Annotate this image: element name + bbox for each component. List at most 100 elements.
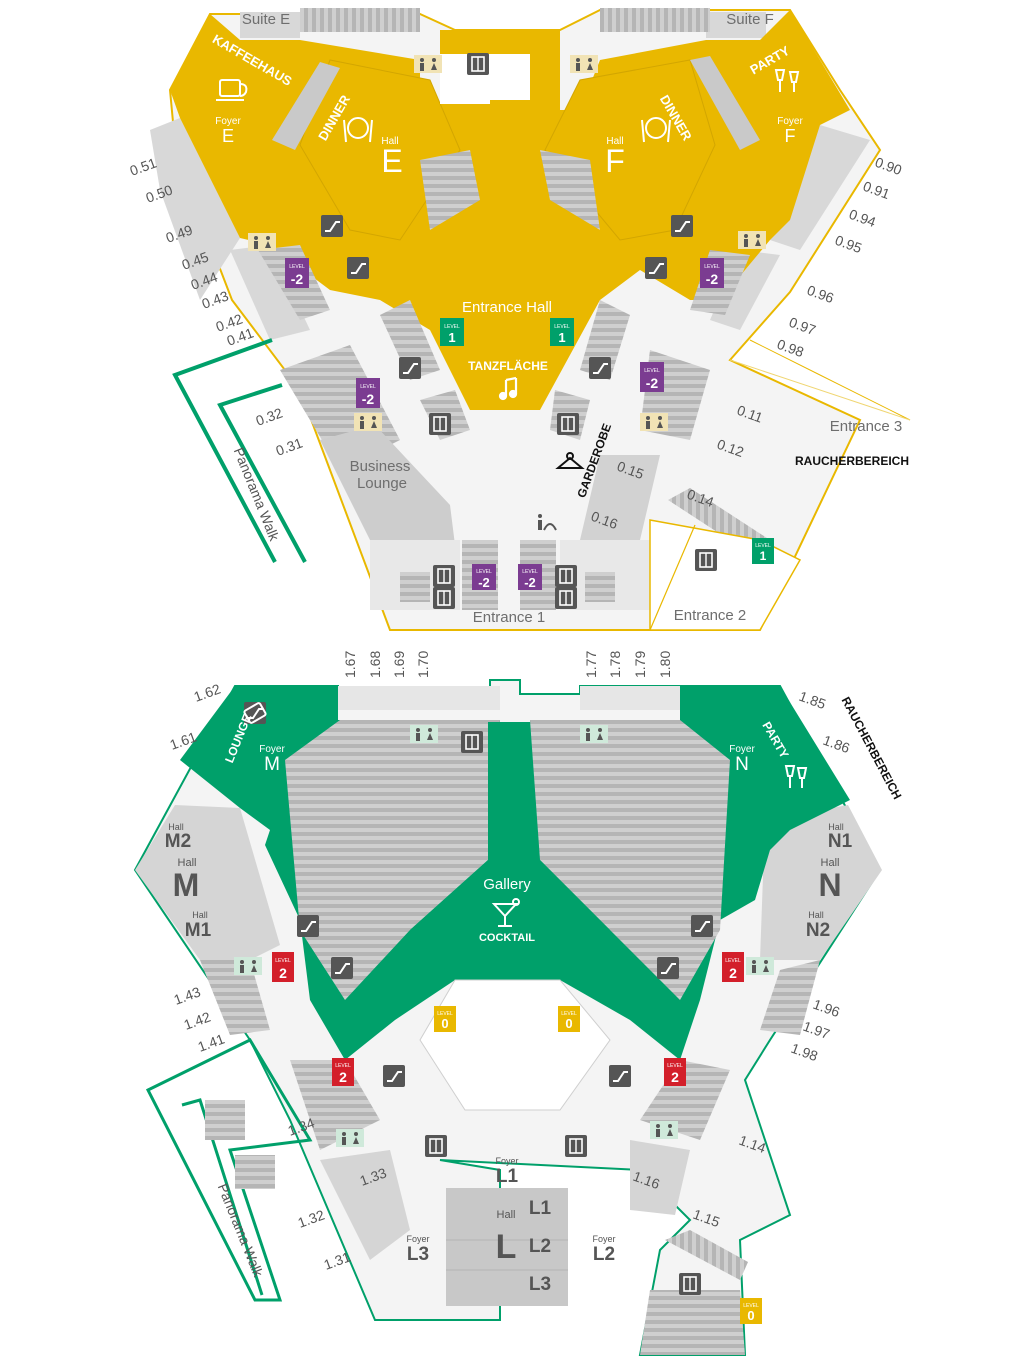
hall-l-area [446,1188,568,1306]
hall-l-kind: Hall [497,1209,516,1221]
business-lounge-line1: Business [350,458,411,475]
svg-text:1.62: 1.62 [192,680,223,704]
hall-m2-kind: Hall [168,822,184,832]
svg-text:1: 1 [558,330,565,345]
hall-f-kind: Hall [606,136,623,147]
lower-top-room-numbers: 1.67 1.68 1.69 1.70 1.77 1.78 1.79 1.80 [342,651,673,678]
foyer-l3-kind: Foyer [406,1234,429,1244]
svg-text:1.80: 1.80 [657,651,673,678]
garderobe-hanger-icon [555,452,585,469]
foyer-m-kind: Foyer [259,744,285,755]
tanzflaeche-label: TANZFLÄCHE [468,358,548,373]
hall-n-code: N [818,867,841,903]
foyer-l2-kind: Foyer [592,1234,615,1244]
svg-text:1.78: 1.78 [607,651,623,678]
lower-left-room-numbers: 1.62 1.61 1.43 1.42 1.41 1.34 1.33 1.32 … [168,680,389,1272]
info-icon [538,514,557,531]
hall-m1-code: M1 [185,920,212,941]
svg-text:1.69: 1.69 [391,651,407,678]
svg-text:0.91: 0.91 [861,178,892,202]
panorama-walk-bottom: Panorama Walk [215,1181,267,1280]
svg-text:0: 0 [441,1016,448,1031]
svg-text:1.68: 1.68 [367,651,383,678]
entrance-3-label: Entrance 3 [830,418,903,435]
hall-l3-code: L3 [529,1274,551,1295]
svg-text:LEVEL: LEVEL [704,264,720,270]
svg-text:-2: -2 [291,271,304,287]
svg-text:1.79: 1.79 [632,651,648,678]
hall-n-kind: Hall [821,857,840,869]
gallery-title: Gallery [483,876,531,893]
party-glasses-bottom-icon [784,765,808,788]
svg-text:1.70: 1.70 [415,651,431,678]
dinner-plate-icon-e [343,117,373,143]
hall-e-kind: Hall [381,136,398,147]
party-glasses-icon [774,69,800,92]
svg-text:1.77: 1.77 [583,651,599,678]
svg-text:-2: -2 [362,391,375,407]
svg-text:0.97: 0.97 [787,314,818,338]
upper-floor: LEVEL-2 LEVEL-2 LEVEL-2 LEVEL-2 LEVEL-2 … [128,8,911,631]
svg-text:2: 2 [279,965,287,981]
svg-text:LEVEL: LEVEL [444,324,460,330]
svg-text:0: 0 [565,1016,572,1031]
svg-text:-2: -2 [524,575,536,590]
foyer-m-code: M [264,754,280,775]
svg-text:0.96: 0.96 [805,282,836,306]
svg-text:LEVEL: LEVEL [561,1011,577,1017]
hall-f-code: F [605,143,625,179]
svg-text:1.86: 1.86 [821,732,852,756]
hall-m1-kind: Hall [192,910,208,920]
svg-text:0.51: 0.51 [128,154,159,178]
hall-m-code: M [173,867,200,903]
suite-f-label: Suite F [726,11,774,28]
svg-text:LEVEL: LEVEL [289,264,305,270]
svg-text:1.97: 1.97 [801,1018,832,1042]
foyer-e-kind: Foyer [215,116,241,127]
foyer-l3-code: L3 [407,1244,429,1265]
hall-l1-code: L1 [529,1198,552,1219]
music-note-icon [498,376,518,401]
svg-text:0.94: 0.94 [847,206,878,230]
svg-text:1.96: 1.96 [811,996,842,1020]
foyer-l2-code: L2 [593,1244,615,1265]
entrance-hall-title: Entrance Hall [462,299,552,316]
foyer-n-code: N [735,754,749,775]
dinner-plate-icon-f [641,117,671,143]
foyer-e-code: E [222,126,234,146]
hall-m-area [135,805,280,960]
svg-text:LEVEL: LEVEL [522,569,538,575]
svg-text:LEVEL: LEVEL [437,1011,453,1017]
hall-n1-code: N1 [828,831,853,852]
svg-text:0.98: 0.98 [775,336,806,360]
hall-m2-code: M2 [165,831,191,852]
svg-text:1.42: 1.42 [182,1008,213,1032]
svg-text:0.31: 0.31 [274,434,305,458]
foyer-n-kind: Foyer [729,744,755,755]
svg-text:LEVEL: LEVEL [335,1063,351,1069]
hall-n2-code: N2 [806,920,830,941]
svg-text:2: 2 [729,965,737,981]
hall-n2-kind: Hall [808,910,824,920]
coffee-cup-icon [216,79,248,101]
svg-text:2: 2 [671,1069,679,1085]
svg-text:1.32: 1.32 [296,1206,327,1230]
svg-text:LEVEL: LEVEL [667,1063,683,1069]
svg-text:-2: -2 [706,271,719,287]
level-badge-minus2-left: LEVEL-2 [285,258,309,288]
entrance-1-label: Entrance 1 [473,609,546,626]
level-badge-minus2-entrance-right: LEVEL-2 [518,564,542,590]
svg-text:LEVEL: LEVEL [644,368,660,374]
raucherbereich-top: RAUCHERBEREICH [795,454,909,468]
svg-text:1.85: 1.85 [797,688,828,712]
foyer-l1-kind: Foyer [495,1156,518,1166]
